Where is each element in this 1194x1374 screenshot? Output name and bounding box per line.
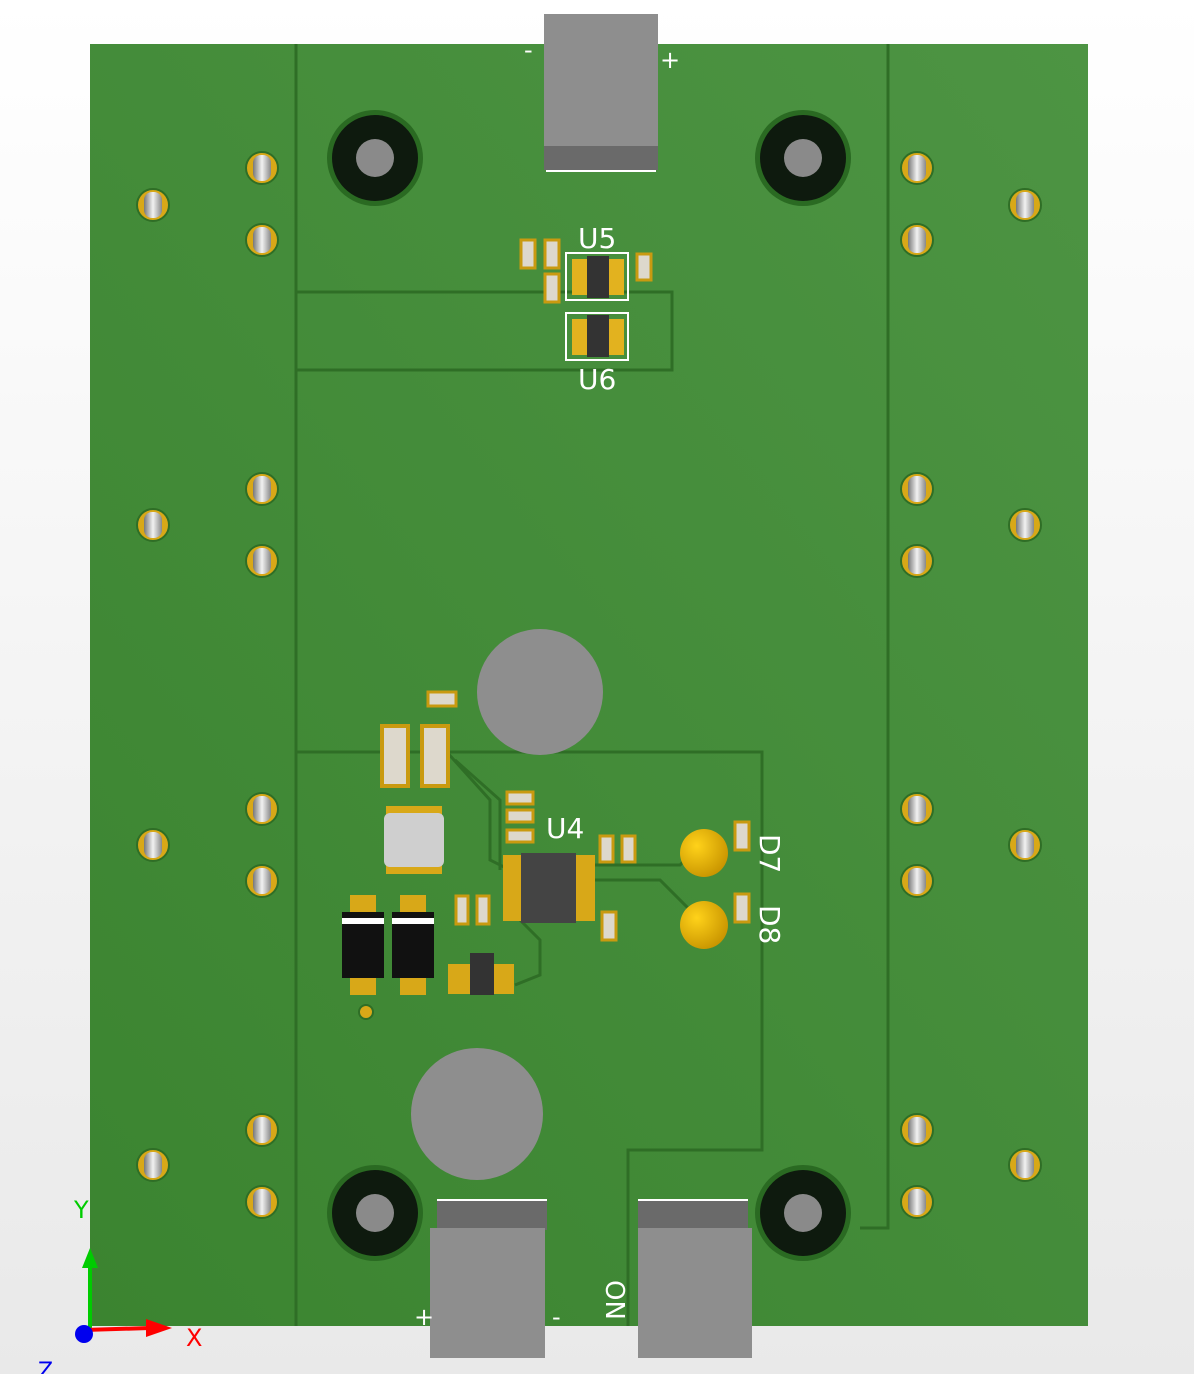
header-pin [245,1113,279,1147]
led-d7[interactable] [680,820,751,877]
chip-u5[interactable] [565,252,629,301]
top-conn-minus-label: - [524,36,533,64]
header-pin [900,1113,934,1147]
header-pin [136,508,170,542]
header-pin [245,223,279,257]
bot-conn-on-label: ON [599,1280,629,1320]
diode-1[interactable] [342,895,384,995]
d7-label: D7 [753,834,786,873]
header-pin [1008,828,1042,862]
header-pin [900,223,934,257]
chip-u4[interactable] [503,853,595,923]
led-d8[interactable] [680,892,751,949]
u4-area: U4 D7 D8 [342,690,786,1020]
chip-u6[interactable] [565,312,629,361]
header-pin [245,1185,279,1219]
power-connector-top[interactable]: - + [524,14,680,172]
switch-connector-bottom[interactable]: ON [599,1199,752,1358]
capacitor-bottom[interactable] [411,1048,543,1180]
diode-2[interactable] [392,895,434,995]
header-pin [245,544,279,578]
header-pin [900,472,934,506]
header-pin [136,828,170,862]
header-pin [900,151,934,185]
u4-label: U4 [546,812,584,845]
u5-label: U5 [578,222,616,255]
inductor[interactable] [384,806,444,874]
axis-z-label: Z [38,1359,53,1374]
header-pin [900,792,934,826]
bot-conn-plus-label: + [414,1303,434,1331]
header-pin [245,864,279,898]
axis-y-label: Y [73,1196,89,1224]
header-pin [1008,508,1042,542]
header-pin [900,1185,934,1219]
header-pin [245,792,279,826]
capacitor-top[interactable] [477,629,603,755]
header-pin [900,544,934,578]
header-pin [1008,188,1042,222]
d8-label: D8 [753,905,786,944]
u6-label: U6 [578,363,616,396]
top-conn-plus-label: + [660,46,680,74]
header-pin [900,864,934,898]
bot-conn-minus-label: - [552,1303,561,1331]
header-pin [1008,1148,1042,1182]
axis-x-label: X [186,1324,202,1352]
axis-gizmo: Y X Z [38,1196,202,1374]
power-connector-bottom[interactable]: + - [414,1199,561,1358]
mounting-hole [755,110,851,206]
mounting-hole [327,1165,423,1261]
u5-u6-area: U5 U6 [519,222,653,396]
transistor[interactable] [448,953,514,995]
mounting-hole [327,110,423,206]
mounting-hole [755,1165,851,1261]
header-pin [136,188,170,222]
header-pin [136,1148,170,1182]
header-pin [245,472,279,506]
copper-outlines [294,44,890,1326]
header-pin [245,151,279,185]
